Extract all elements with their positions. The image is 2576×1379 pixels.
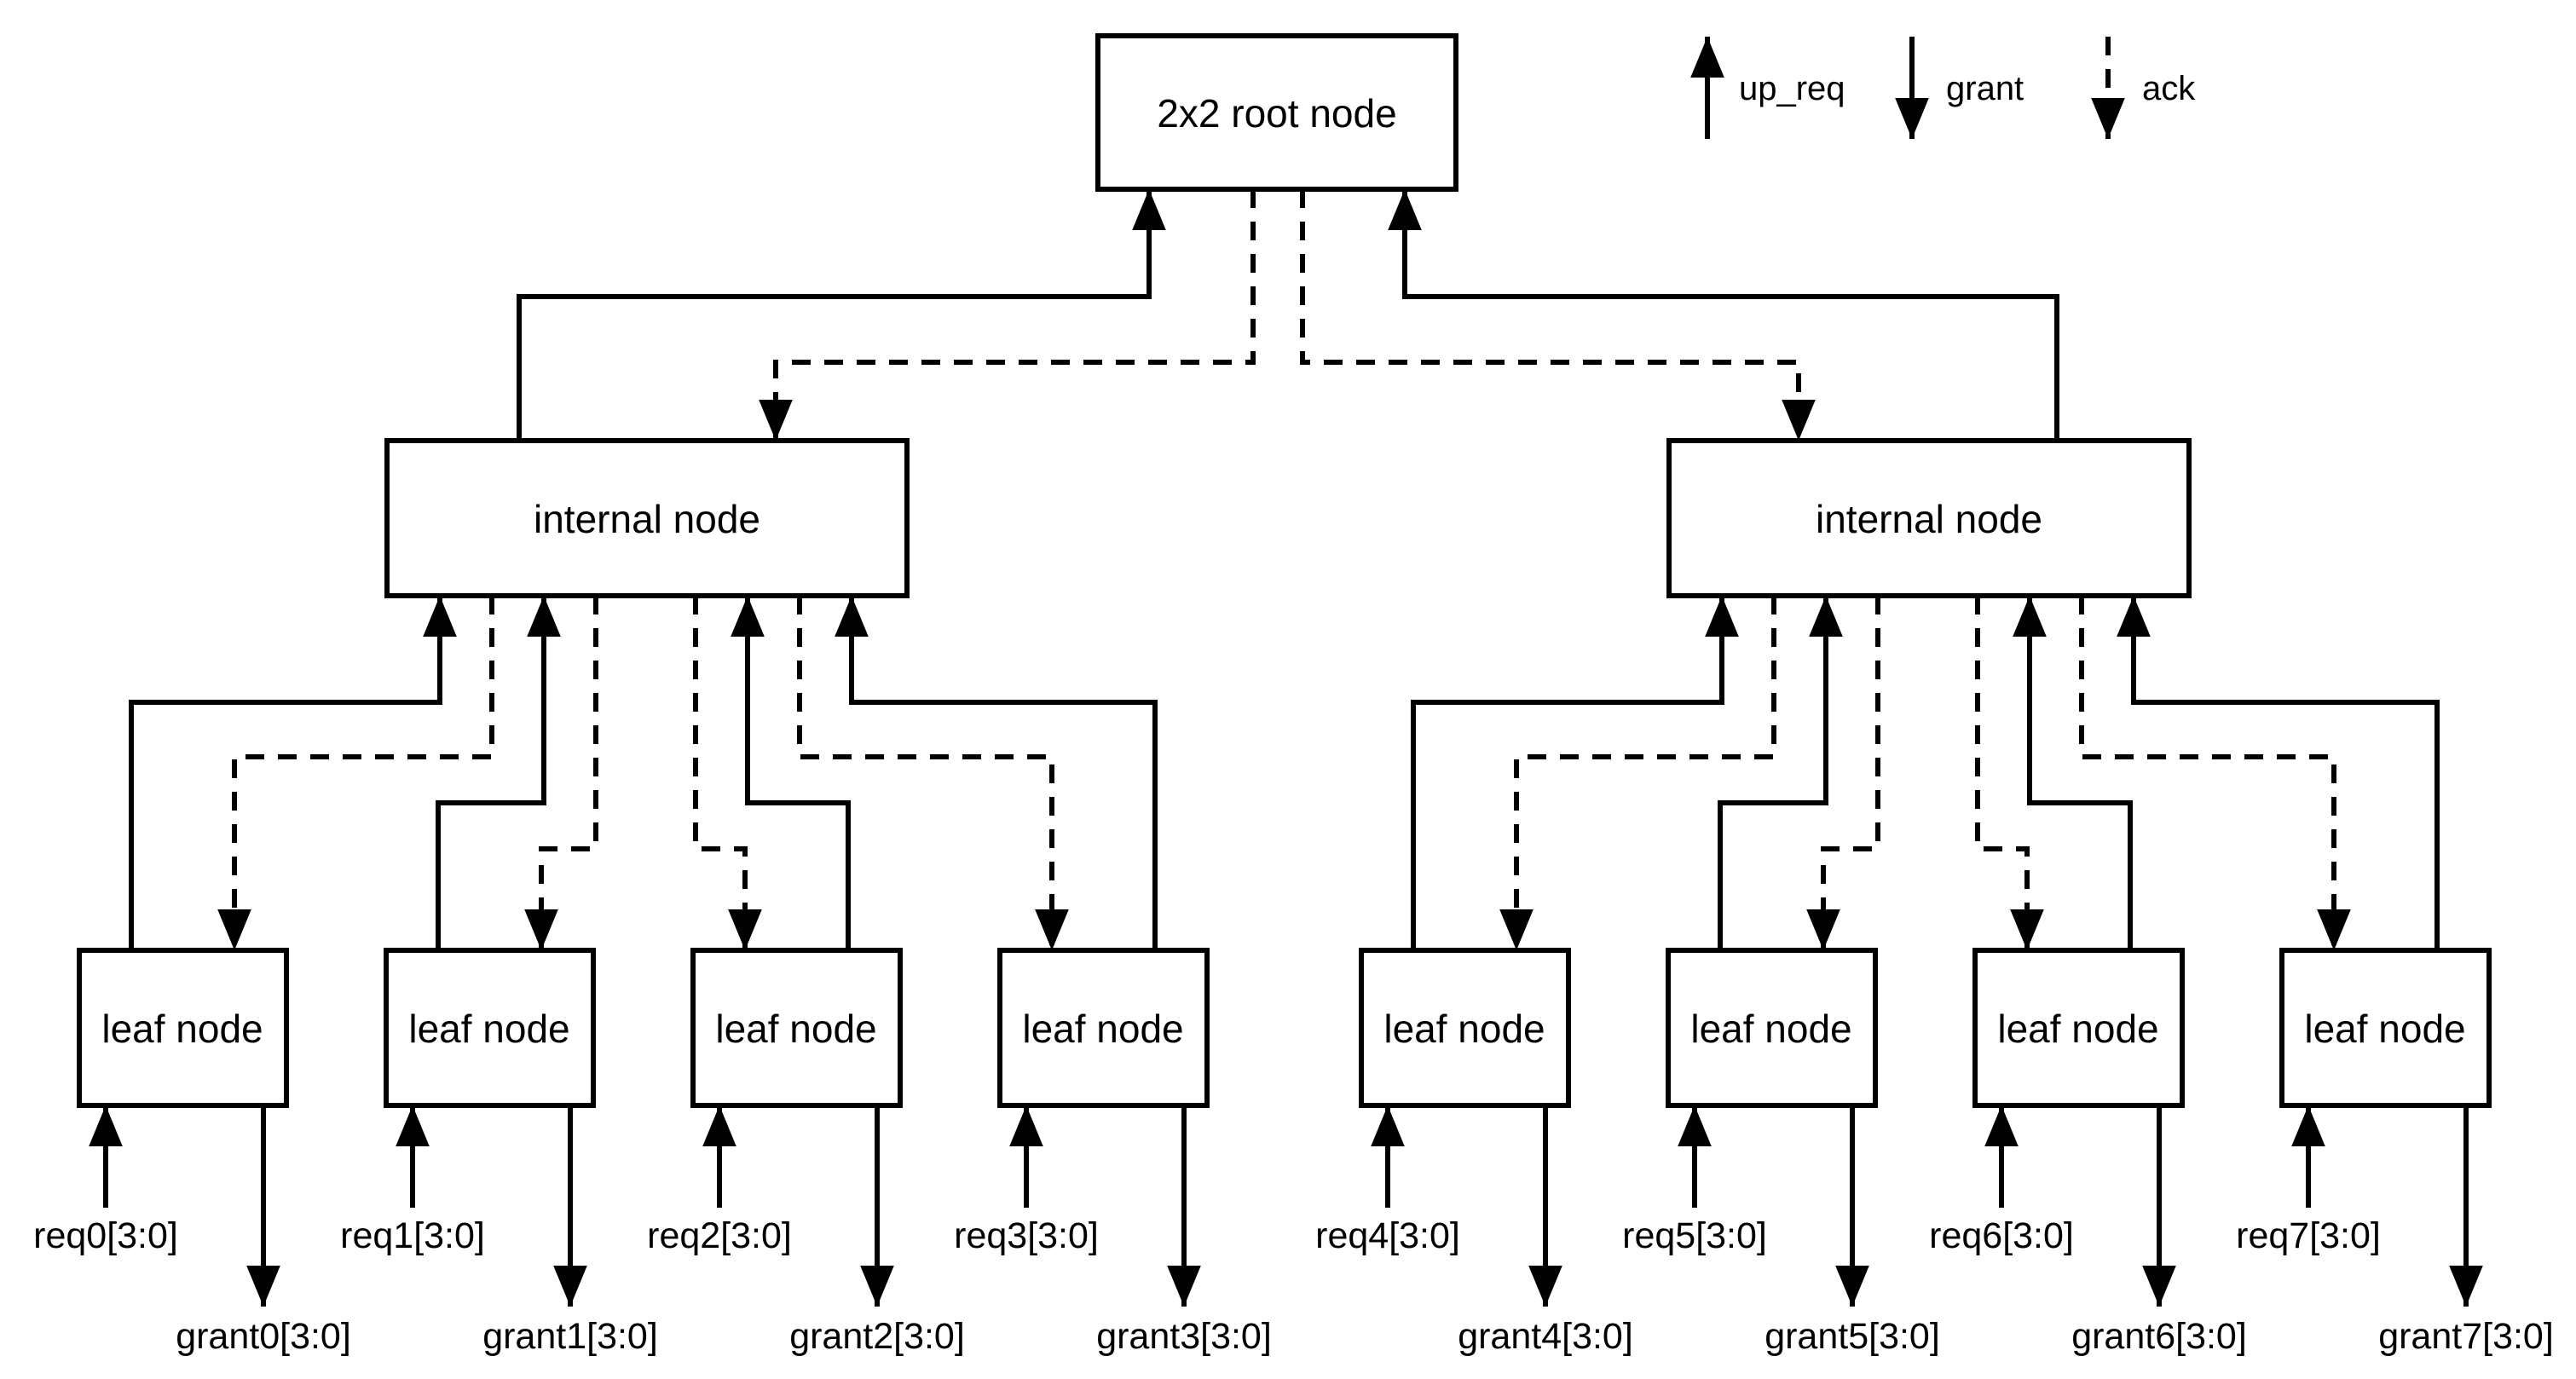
edge-upreq-leaf2 (731, 596, 851, 950)
edge-ack-leaf0 (217, 596, 494, 950)
internal-node-left-label: internal node (534, 497, 760, 541)
leaf-node-label: leaf node (1022, 1007, 1183, 1051)
edge-ack-leaf3 (797, 596, 1069, 950)
root-node-box (1095, 33, 1458, 192)
grant6-label: grant6[3:0] (2071, 1316, 2247, 1357)
grant7-label: grant7[3:0] (2378, 1316, 2554, 1357)
root-node-label: 2x2 root node (1157, 91, 1396, 136)
grant0-label: grant0[3:0] (176, 1316, 351, 1357)
legend: up_req grant ack (1690, 37, 2196, 139)
leaf-node-label: leaf node (408, 1007, 569, 1051)
node-leaf-6: leaf node req6[3:0] grant6[3:0] (1929, 948, 2247, 1357)
leaf-node-box (997, 948, 1210, 1108)
edge-ack-leaf5 (1806, 596, 1880, 950)
edge-ack-leaf4 (1499, 596, 1776, 950)
leaf-node-box (77, 948, 289, 1108)
leaf-node-box (1359, 948, 1571, 1108)
leaf-node-box (2279, 948, 2492, 1108)
req7-label: req7[3:0] (2236, 1215, 2381, 1256)
leaf-node-box (690, 948, 903, 1108)
edge-upreq-leaf6 (2013, 596, 2133, 950)
req0-label: req0[3:0] (33, 1215, 178, 1256)
req1-label: req1[3:0] (340, 1215, 485, 1256)
node-leaf-3: leaf node req3[3:0] grant3[3:0] (954, 948, 1272, 1357)
grant1-label: grant1[3:0] (482, 1316, 658, 1357)
leaf-node-label: leaf node (1997, 1007, 2158, 1051)
internal-node-left-box (384, 438, 910, 598)
leaf-node-label: leaf node (1383, 1007, 1545, 1051)
edge-ack-leaf1 (524, 596, 598, 950)
node-root: 2x2 root node (1095, 33, 1458, 192)
edge-upreq-leaf5 (1718, 596, 1843, 950)
leaf-node-label: leaf node (101, 1007, 263, 1051)
edges-root-level (517, 189, 2059, 441)
edge-ack-root-to-internal-right (1300, 189, 1816, 441)
leaf-node-box (384, 948, 596, 1108)
edge-ack-leaf7 (2079, 596, 2351, 950)
edge-upreq-leaf0 (129, 596, 457, 950)
edge-upreq-leaf4 (1411, 596, 1739, 950)
leaf-node-label: leaf node (2304, 1007, 2465, 1051)
edges-internal-right (1411, 596, 2440, 950)
legend-label-grant: grant (1946, 70, 2024, 107)
leaf-node-label: leaf node (715, 1007, 876, 1051)
edges-internal-left (129, 596, 1158, 950)
node-leaf-5: leaf node req5[3:0] grant5[3:0] (1622, 948, 1940, 1357)
legend-item-up-req: up_req (1690, 37, 1845, 139)
grant4-label: grant4[3:0] (1458, 1316, 1633, 1357)
edge-ack-leaf2 (693, 596, 762, 950)
node-leaf-7: leaf node req7[3:0] grant7[3:0] (2236, 948, 2554, 1357)
req5-label: req5[3:0] (1622, 1215, 1767, 1256)
grant5-label: grant5[3:0] (1765, 1316, 1940, 1357)
legend-item-ack: ack (2091, 37, 2196, 139)
leaf-node-box (1972, 948, 2185, 1108)
edge-upreq-leaf1 (436, 596, 561, 950)
edge-ack-leaf6 (1975, 596, 2044, 950)
edge-upreq-leaf3 (835, 596, 1158, 950)
internal-node-right-label: internal node (1816, 497, 2042, 541)
node-internal-right: internal node (1666, 438, 2192, 598)
legend-label-ack: ack (2142, 70, 2196, 107)
grant2-label: grant2[3:0] (789, 1316, 965, 1357)
leaf-node-label: leaf node (1690, 1007, 1851, 1051)
node-leaf-0: leaf node req0[3:0] grant0[3:0] (33, 948, 351, 1357)
grant3-label: grant3[3:0] (1096, 1316, 1272, 1357)
edge-ack-root-to-internal-left (759, 189, 1256, 441)
legend-item-grant: grant (1895, 37, 2024, 139)
node-leaf-4: leaf node req4[3:0] grant4[3:0] (1315, 948, 1633, 1357)
req4-label: req4[3:0] (1315, 1215, 1460, 1256)
req2-label: req2[3:0] (647, 1215, 792, 1256)
edge-upreq-internal-left-to-root (517, 189, 1166, 441)
internal-node-right-box (1666, 438, 2192, 598)
req3-label: req3[3:0] (954, 1215, 1099, 1256)
node-leaf-1: leaf node req1[3:0] grant1[3:0] (340, 948, 658, 1357)
node-internal-left: internal node (384, 438, 910, 598)
legend-label-up-req: up_req (1739, 70, 1845, 107)
req6-label: req6[3:0] (1929, 1215, 2074, 1256)
leaf-node-box (1666, 948, 1878, 1108)
edge-upreq-internal-right-to-root (1388, 189, 2059, 441)
node-leaf-2: leaf node req2[3:0] grant2[3:0] (647, 948, 965, 1357)
edge-upreq-leaf7 (2117, 596, 2440, 950)
